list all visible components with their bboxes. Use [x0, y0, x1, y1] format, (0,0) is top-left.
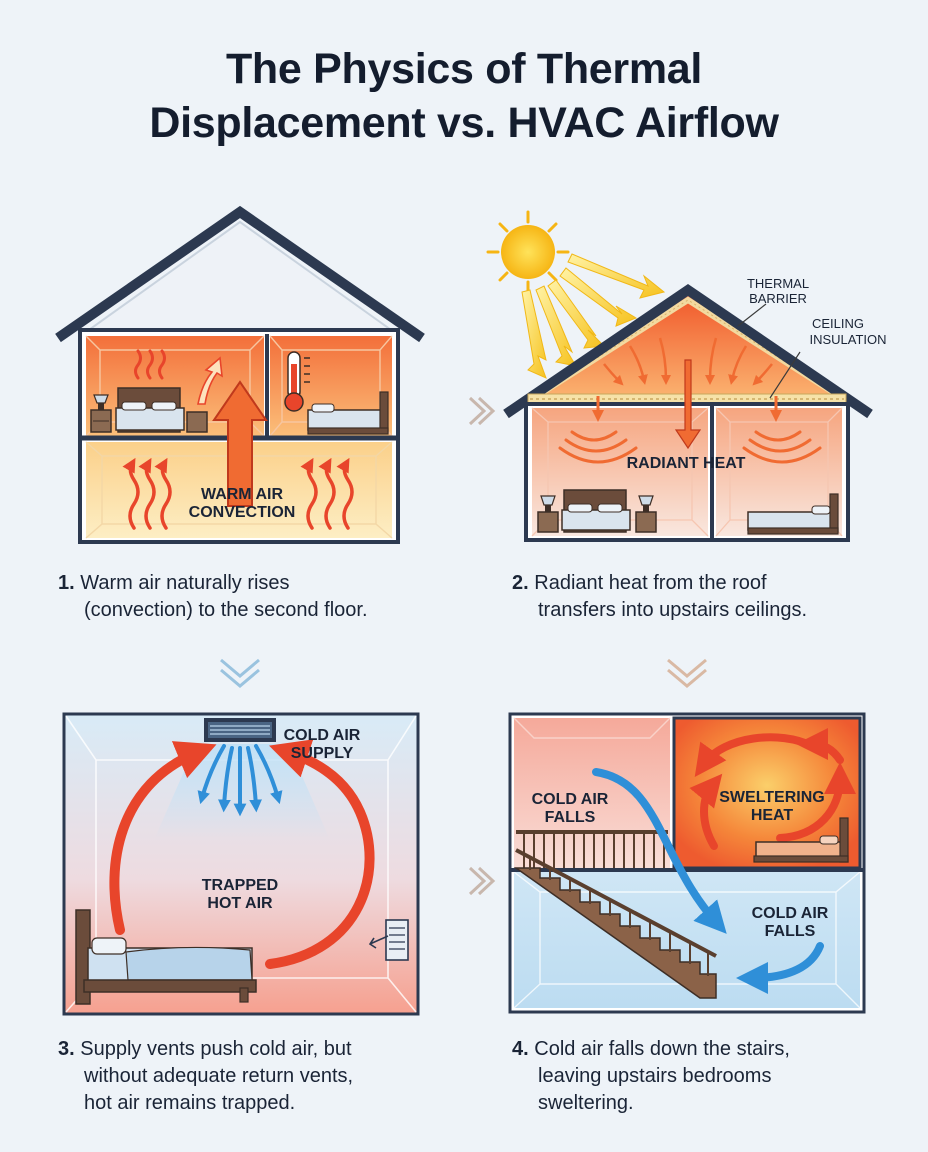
chevron-down-icon — [220, 658, 260, 688]
rising-heat-arrows-right — [300, 457, 354, 530]
cold-air-falls-bottom-label-1: COLD AIR — [752, 905, 829, 922]
thermal-barrier-label-1: THERMAL — [747, 276, 809, 291]
hot-air-arrow-left — [109, 741, 217, 935]
panel-3-caption: 3. Supply vents push cold air, but witho… — [58, 1036, 353, 1117]
sun-icon — [486, 210, 570, 294]
bed-icon — [307, 391, 389, 435]
cold-air-supply-label-2: SUPPLY — [291, 745, 354, 762]
thermal-barrier-label-2: BARRIER — [749, 291, 807, 306]
title-line-1: The Physics of Thermal — [225, 45, 703, 93]
warm-air-label: WARM AIR — [201, 486, 284, 503]
sun-rays — [521, 253, 666, 379]
stair-railing-upper — [516, 830, 668, 868]
bed-icon — [115, 387, 185, 433]
nightstand-icon — [635, 495, 657, 533]
trapped-hot-air-label-2: HOT AIR — [207, 895, 273, 912]
hot-air-arrow-right — [265, 739, 375, 969]
sweltering-heat-label-1: SWELTERING — [719, 789, 824, 806]
page-title: The Physics of Thermal Displacement vs. … — [0, 42, 928, 150]
cold-air-falls-arrow-upper — [592, 768, 727, 934]
caption-number: 2. — [512, 572, 529, 594]
convection-label: CONVECTION — [189, 504, 296, 521]
nightstand-icon — [537, 495, 559, 533]
attic-heat-arrows — [603, 337, 773, 386]
staircase — [513, 848, 717, 999]
thermometer-icon — [284, 351, 310, 412]
panel-2-caption: 2. Radiant heat from the roof transfers … — [512, 570, 807, 624]
ceiling-insulation-label-1: CEILING — [812, 316, 864, 331]
bed-icon — [747, 493, 839, 535]
ceiling-insulation-label-2: INSULATION — [809, 332, 886, 347]
supply-vent-icon — [204, 718, 276, 742]
panel-2-roof-diagram: THERMAL BARRIER CEILING INSULATION RADIA… — [486, 210, 887, 542]
cold-air-supply-label-1: COLD AIR — [284, 727, 361, 744]
hot-air-swirl-arrows — [689, 728, 856, 850]
chevron-right-icon — [468, 396, 496, 426]
caption-text: (convection) to the second floor. — [84, 599, 368, 621]
caption-text: Warm air naturally rises — [80, 572, 290, 594]
caption-number: 1. — [58, 572, 75, 594]
rising-heat-arrows-left — [122, 457, 172, 530]
warm-air-up-arrow — [212, 380, 268, 507]
caption-text: leaving upstairs bedrooms — [538, 1065, 772, 1087]
bed-icon — [75, 909, 257, 1005]
return-vent-icon — [368, 919, 409, 961]
caption-number: 3. — [58, 1038, 75, 1060]
attic — [530, 296, 846, 400]
chevron-down-icon — [667, 658, 707, 688]
sweltering-heat-label-2: HEAT — [751, 807, 794, 824]
radiant-heat-label: RADIANT HEAT — [627, 455, 746, 472]
caption-text: Supply vents push cold air, but — [80, 1038, 352, 1060]
panel-4-stairs-diagram: COLD AIR FALLS SWELTERING HEAT COLD AIR … — [508, 712, 866, 1014]
radiant-waves-right — [742, 430, 822, 464]
nightstand-icon — [90, 394, 112, 433]
title-line-2: Displacement vs. HVAC Airflow — [149, 99, 779, 147]
chevron-right-icon — [468, 866, 496, 896]
panel-1-house-diagram: WARM AIR CONVECTION — [55, 205, 425, 544]
caption-text: sweltering. — [538, 1092, 634, 1114]
caption-text: Cold air falls down the stairs, — [534, 1038, 790, 1060]
caption-text: without adequate return vents, — [84, 1065, 354, 1087]
cold-air-arrows — [197, 744, 283, 817]
radiant-waves-left — [558, 430, 638, 464]
caption-text: transfers into upstairs ceilings. — [538, 599, 808, 621]
cold-air-falls-arrow-lower — [736, 942, 824, 994]
panel-3-room-diagram: COLD AIR SUPPLY TRAPPED HOT AIR — [62, 712, 420, 1016]
rising-arrow-icon — [197, 356, 223, 405]
cold-air-falls-top-label-1: COLD AIR — [532, 791, 609, 808]
caption-text: Radiant heat from the roof — [534, 572, 767, 594]
radiant-heat-down-arrow — [674, 359, 702, 450]
bed-icon — [753, 817, 849, 863]
trapped-hot-air-label-1: TRAPPED — [202, 877, 278, 894]
panel-1-caption: 1. Warm air naturally rises (convection)… — [58, 570, 368, 624]
caption-number: 4. — [512, 1038, 529, 1060]
caption-text: hot air remains trapped. — [84, 1092, 296, 1114]
bed-icon — [561, 489, 631, 533]
panel-4-caption: 4. Cold air falls down the stairs, leavi… — [512, 1036, 790, 1117]
cold-air-falls-bottom-label-2: FALLS — [765, 923, 816, 940]
cold-air-falls-top-label-2: FALLS — [545, 809, 596, 826]
heat-waves-icon — [134, 349, 166, 380]
nightstand-icon — [186, 411, 208, 433]
